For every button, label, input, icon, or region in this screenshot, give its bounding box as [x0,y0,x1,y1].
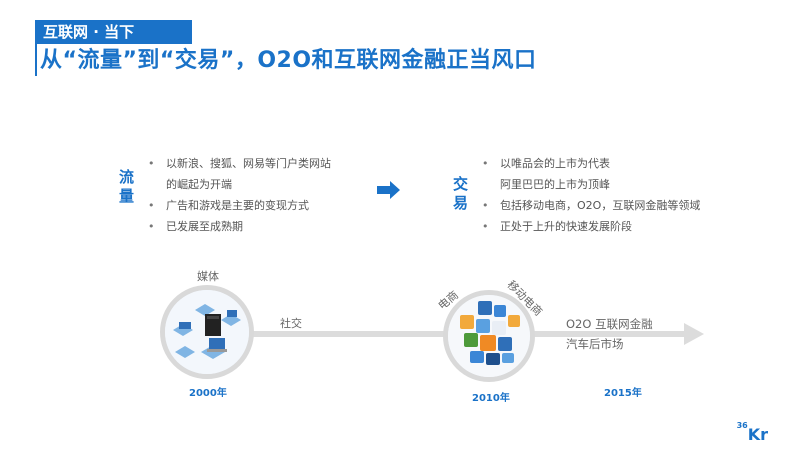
36kr-logo: 36Kr [737,421,768,444]
transaction-bullet-list: 以唯品会的上市为代表 阿里巴巴的上市为顶峰 包括移动电商，O2O，互联网金融等领… [482,153,700,237]
traffic-bullet-list: 以新浪、搜狐、网易等门户类网站 的崛起为开端 广告和游戏是主要的变现方式 已发展… [148,153,331,237]
year-2015: 2015年 [604,388,642,399]
list-item: 以唯品会的上市为代表 [482,153,700,174]
page-title: 从“流量”到“交易”，O2O和互联网金融正当风口 [40,48,537,73]
traffic-label-char-2: 量 [119,187,135,205]
o2o-fintech-label: O2O 互联网金融 [566,317,653,331]
transaction-label-char-1: 交 [453,175,469,193]
list-item: 已发展至成熟期 [148,216,331,237]
list-item: 以新浪、搜狐、网易等门户类网站 [148,153,331,174]
auto-aftermarket-label: 汽车后市场 [566,337,624,351]
logo-sup: 36 [736,420,748,430]
year-2000: 2000年 [189,388,227,399]
list-item: 阿里巴巴的上市为顶峰 [500,178,610,191]
year-2010: 2010年 [472,393,510,404]
network-computers-illustration [160,285,254,379]
list-item: 的崛起为开端 [166,178,232,191]
logo-main: Kr [747,425,768,444]
timeline-arrowhead-icon [684,323,704,349]
right-arrow-icon [377,181,401,203]
traffic-label-char-1: 流 [119,168,135,186]
list-item: 正处于上升的快速发展阶段 [482,216,700,237]
section-tag: 互联网 · 当下 [35,20,192,44]
list-item: 广告和游戏是主要的变现方式 [148,195,331,216]
media-label: 媒体 [197,270,219,283]
list-item: 包括移动电商，O2O，互联网金融等领域 [482,195,700,216]
transaction-label-char-2: 易 [453,194,469,212]
traffic-label: 流 量 [119,168,137,206]
social-label: 社交 [280,317,302,330]
app-cube-illustration [443,290,535,382]
title-accent-bar [35,44,37,76]
transaction-label: 交 易 [453,175,471,213]
